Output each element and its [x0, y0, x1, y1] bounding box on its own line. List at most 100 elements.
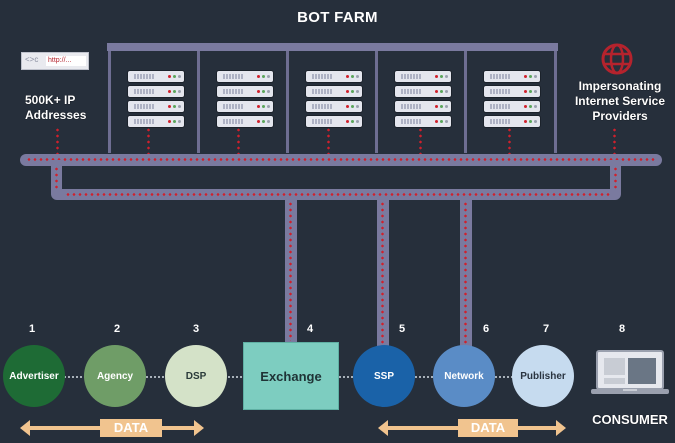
status-led-icon — [524, 75, 527, 78]
pipe-to-ssp — [377, 199, 389, 350]
pipe-to-network — [460, 199, 472, 350]
rack-divider — [554, 51, 557, 153]
status-led-icon — [534, 90, 537, 93]
network-node: Network — [433, 345, 495, 407]
status-led-icon — [356, 120, 359, 123]
server-unit — [216, 100, 274, 113]
chain-connector — [145, 376, 167, 378]
rack-divider — [464, 51, 467, 153]
status-led-icon — [267, 105, 270, 108]
agency-node: Agency — [84, 345, 146, 407]
status-led-icon — [168, 75, 171, 78]
status-led-icon — [173, 120, 176, 123]
connection-dots — [56, 127, 59, 154]
data-label: DATA — [100, 419, 162, 437]
status-led-icon — [346, 75, 349, 78]
lower-bus-pipe — [51, 189, 621, 200]
status-led-icon — [445, 120, 448, 123]
status-led-icon — [257, 90, 260, 93]
server-unit — [394, 70, 452, 83]
ssp-node: SSP — [353, 345, 415, 407]
step-number: 4 — [306, 323, 314, 335]
step-number: 3 — [192, 323, 200, 335]
status-led-icon — [351, 90, 354, 93]
chain-connector — [63, 376, 85, 378]
chain-connector — [338, 376, 355, 378]
connection-dots — [237, 127, 240, 154]
status-led-icon — [529, 90, 532, 93]
exchange-node: Exchange — [243, 342, 339, 410]
server-unit — [483, 85, 541, 98]
advertiser-node: Advertiser — [3, 345, 65, 407]
connection-dots — [327, 127, 330, 154]
server-unit — [394, 85, 452, 98]
status-led-icon — [346, 120, 349, 123]
status-led-icon — [168, 120, 171, 123]
server-unit — [483, 100, 541, 113]
status-led-icon — [435, 120, 438, 123]
status-led-icon — [346, 105, 349, 108]
step-number: 5 — [398, 323, 406, 335]
data-arrow-right: DATA — [378, 419, 566, 437]
step-number: 1 — [28, 323, 36, 335]
server-unit — [483, 70, 541, 83]
status-led-icon — [178, 90, 181, 93]
status-led-icon — [440, 90, 443, 93]
status-led-icon — [529, 120, 532, 123]
connection-dots — [419, 127, 422, 154]
server-rack-icon — [394, 70, 452, 130]
server-unit — [394, 100, 452, 113]
status-led-icon — [445, 90, 448, 93]
server-unit — [394, 115, 452, 128]
consumer-label: CONSUMER — [592, 412, 668, 427]
server-rack-icon — [305, 70, 363, 130]
data-arrow-left: DATA — [20, 419, 204, 437]
status-led-icon — [435, 90, 438, 93]
status-led-icon — [440, 105, 443, 108]
status-led-icon — [168, 90, 171, 93]
status-led-icon — [435, 105, 438, 108]
status-led-icon — [524, 90, 527, 93]
step-number: 8 — [618, 323, 626, 335]
status-led-icon — [529, 75, 532, 78]
status-led-icon — [168, 105, 171, 108]
status-led-icon — [440, 75, 443, 78]
status-led-icon — [534, 105, 537, 108]
step-number: 2 — [113, 323, 121, 335]
browser-bar-icon: <>c http://... — [21, 52, 89, 70]
rack-divider — [197, 51, 200, 153]
status-led-icon — [257, 120, 260, 123]
server-unit — [216, 115, 274, 128]
laptop-icon — [591, 350, 669, 394]
pipe-to-exchange — [285, 199, 297, 342]
status-led-icon — [257, 75, 260, 78]
status-led-icon — [445, 75, 448, 78]
server-unit — [216, 70, 274, 83]
status-led-icon — [445, 105, 448, 108]
status-led-icon — [524, 120, 527, 123]
status-led-icon — [178, 75, 181, 78]
server-unit — [305, 115, 363, 128]
data-label: DATA — [458, 419, 518, 437]
server-rack-icon — [483, 70, 541, 130]
isp-label: Impersonating Internet Service Providers — [574, 79, 666, 123]
server-unit — [127, 70, 185, 83]
browser-nav-glyphs: <>c — [25, 55, 39, 64]
server-unit — [483, 115, 541, 128]
status-led-icon — [440, 120, 443, 123]
browser-url: http://... — [46, 56, 86, 66]
server-rack-icon — [127, 70, 185, 130]
server-rack-icon — [216, 70, 274, 130]
status-led-icon — [524, 105, 527, 108]
chain-connector — [227, 376, 244, 378]
step-number: 6 — [482, 323, 490, 335]
chain-connector — [494, 376, 514, 378]
connection-dots — [508, 127, 511, 154]
bus-drop-right — [610, 160, 621, 196]
status-led-icon — [178, 120, 181, 123]
bus-drop-left — [51, 160, 62, 196]
chain-connector — [414, 376, 434, 378]
status-led-icon — [356, 75, 359, 78]
status-led-icon — [262, 90, 265, 93]
status-led-icon — [178, 105, 181, 108]
